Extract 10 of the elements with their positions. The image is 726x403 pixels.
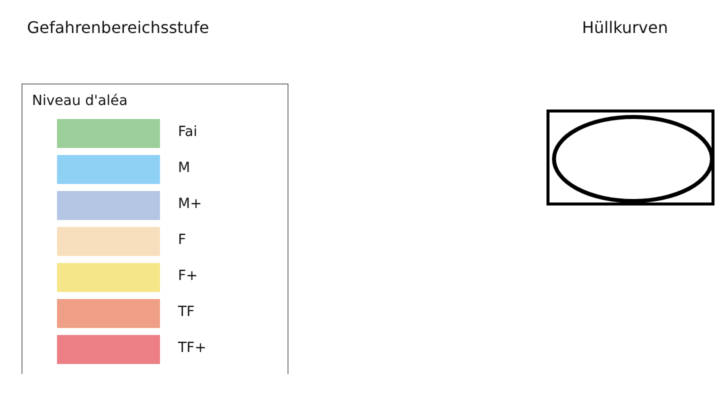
legend-label: Fai bbox=[178, 124, 198, 140]
heading: Hüllkurven bbox=[582, 18, 668, 37]
legend-label: F bbox=[178, 232, 186, 248]
legend-label: M bbox=[178, 160, 190, 176]
legend-label: TF bbox=[178, 304, 195, 320]
legend-title: Niveau d'aléa bbox=[32, 93, 128, 109]
legend-label: TF+ bbox=[178, 340, 206, 356]
legend-label: F+ bbox=[178, 268, 198, 284]
heading: Gefahrenbereichsstufe bbox=[27, 18, 210, 37]
legend-label: M+ bbox=[178, 196, 202, 212]
